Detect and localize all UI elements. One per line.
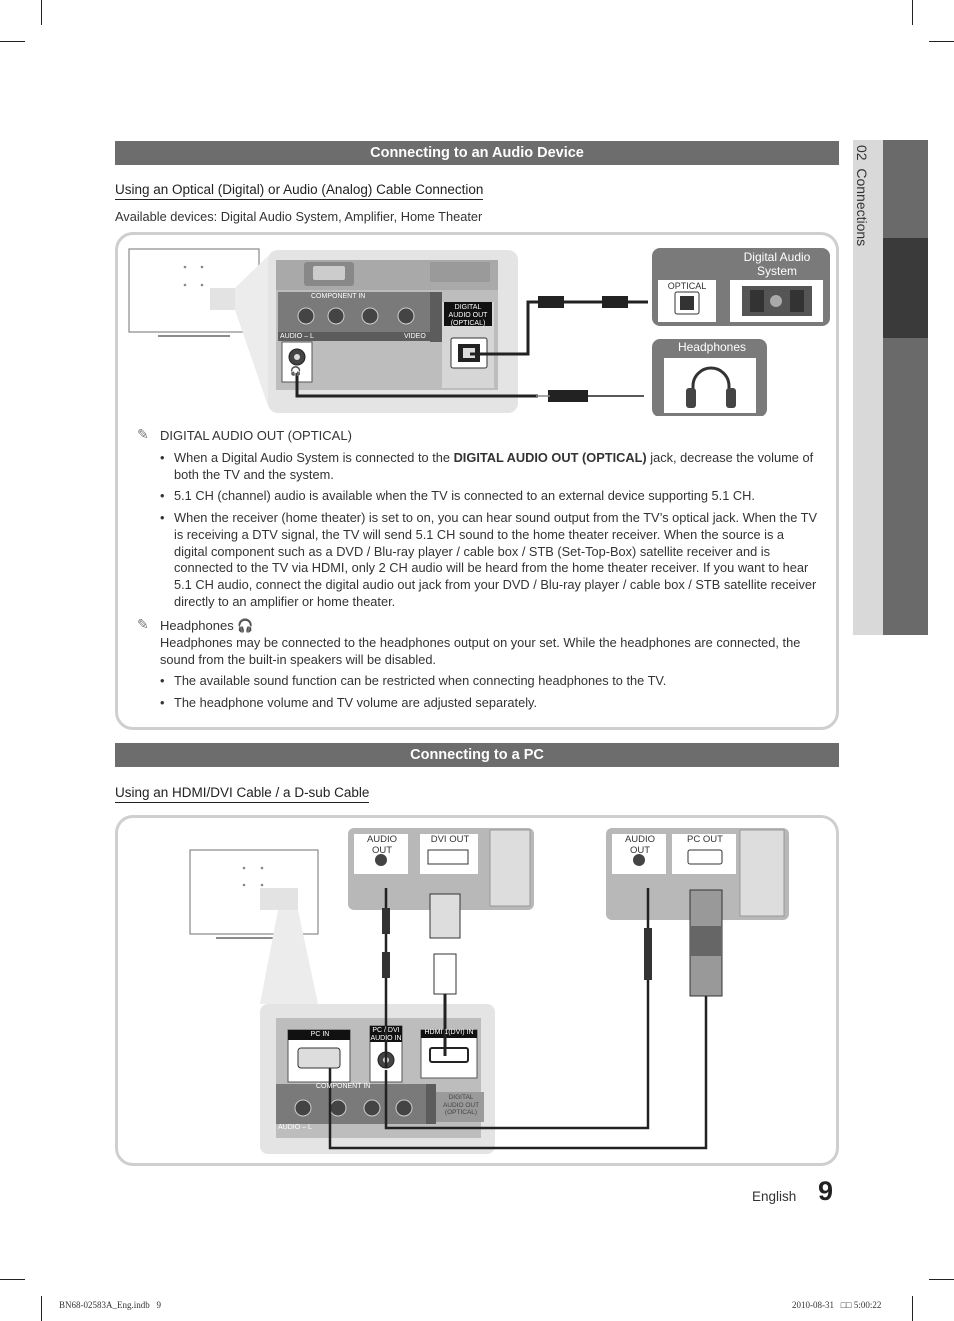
component-in-label: COMPONENT IN: [311, 293, 366, 300]
subheading-optical: Using an Optical (Digital) or Audio (Ana…: [115, 182, 484, 200]
side-tab-block: [883, 338, 928, 635]
audio-out-label: AUDIO OUT: [366, 834, 398, 856]
list-item: • 5.1 CH (channel) audio is available wh…: [160, 488, 755, 503]
digital-audio-out-label: DIGITAL AUDIO OUT (OPTICAL): [448, 304, 488, 327]
list-item: • The available sound function can be re…: [160, 673, 667, 688]
headphones-label: Headphones: [677, 340, 747, 354]
note-pencil-icon: ✎: [137, 616, 149, 632]
crop-mark: [41, 0, 42, 25]
crop-mark: [912, 0, 913, 25]
available-devices: Available devices: Digital Audio System,…: [115, 209, 483, 224]
footer-file: BN68-02583A_Eng.indb 9: [59, 1300, 161, 1310]
digital-audio-system-label: Digital Audio System: [743, 250, 811, 278]
side-tab-label[interactable]: 02 Connections: [854, 145, 870, 247]
list-item: • The headphone volume and TV volume are…: [160, 695, 538, 710]
dvi-out-label: DVI OUT: [430, 834, 470, 845]
list-item: • When the receiver (home theater) is se…: [160, 510, 818, 609]
crop-mark: [0, 41, 25, 42]
crop-mark: [929, 41, 954, 42]
audio-out-label: AUDIO OUT: [624, 834, 656, 856]
crop-mark: [0, 1279, 25, 1280]
component-in-label: COMPONENT IN: [316, 1083, 371, 1090]
note-title-optical: DIGITAL AUDIO OUT (OPTICAL): [160, 428, 352, 443]
audio-connection-diagram: [128, 248, 830, 416]
section-title-audio: Connecting to an Audio Device: [115, 141, 839, 165]
note-pencil-icon: ✎: [137, 426, 149, 442]
subheading-pc: Using an HDMI/DVI Cable / a D-sub Cable: [115, 785, 370, 803]
audio-l-label: AUDIO – L: [280, 333, 314, 340]
optical-label: OPTICAL: [660, 281, 714, 291]
audio-l-label: AUDIO – L: [278, 1124, 312, 1131]
list-item: • When a Digital Audio System is connect…: [160, 450, 814, 482]
section-title-pc: Connecting to a PC: [115, 743, 839, 767]
headphones-paragraph: Headphones may be connected to the headp…: [160, 635, 801, 667]
footer-language: English: [752, 1189, 797, 1204]
crop-mark: [912, 1296, 913, 1321]
video-label: VIDEO: [404, 333, 426, 340]
side-tab-block: [883, 140, 928, 238]
note-title-headphones: Headphones 🎧: [160, 618, 254, 633]
digital-audio-out-label: DIGITAL AUDIO OUT (OPTICAL): [442, 1094, 480, 1116]
headphone-jack-icon: 🎧: [290, 366, 302, 376]
page-number: 9: [818, 1176, 834, 1206]
pc-in-label: PC IN: [310, 1031, 330, 1038]
pc-connection-diagram: [189, 828, 789, 1154]
side-tab-background: [853, 140, 883, 635]
headphones-icon: 🎧: [237, 618, 254, 633]
pc-dvi-audio-in-label: PC / DVI AUDIO IN: [370, 1027, 402, 1042]
crop-mark: [929, 1279, 954, 1280]
pc-out-label: PC OUT: [687, 834, 723, 845]
footer-timestamp: 2010-08-31 □□ 5:00:22: [792, 1300, 882, 1310]
hdmi-in-label: HDMI 1(DVI) IN: [424, 1029, 474, 1036]
crop-mark: [41, 1296, 42, 1321]
side-tab-active-block: [883, 238, 928, 338]
